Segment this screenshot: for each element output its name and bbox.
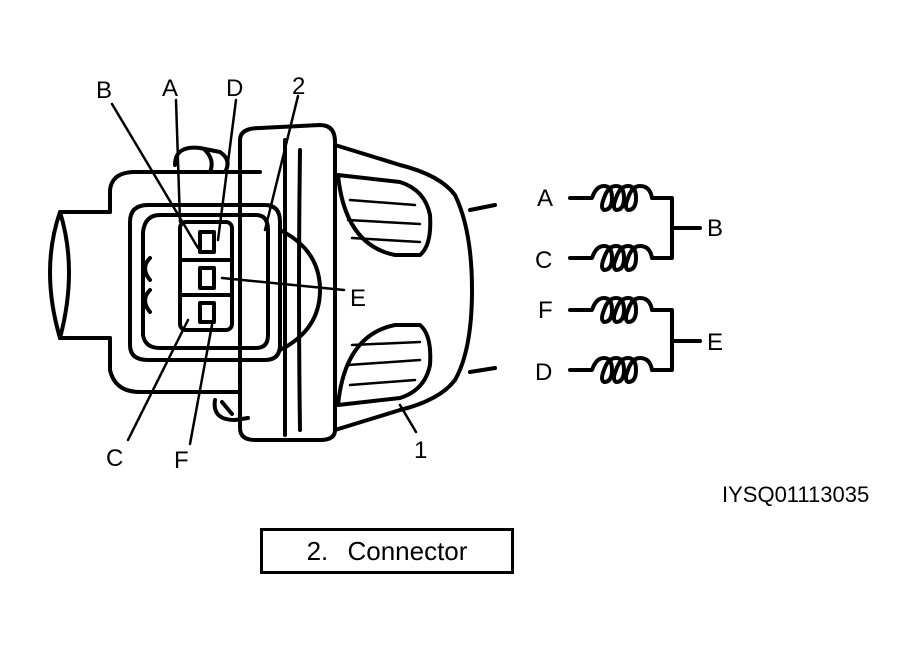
coil-d-winding	[568, 323, 674, 384]
coil-c-winding	[568, 210, 674, 272]
leader-lines	[110, 94, 418, 446]
label-d: D	[226, 75, 243, 102]
image-code: IYSQ01113035	[722, 482, 869, 507]
label-f: F	[174, 447, 189, 474]
coil-schematic	[568, 184, 702, 384]
coil-label-d: D	[535, 359, 552, 386]
connector-labels: B A D 2 E C F 1	[96, 73, 427, 474]
coil-label-e: E	[707, 329, 723, 356]
coil-label-c: C	[535, 247, 552, 274]
label-2: 2	[292, 73, 305, 100]
label-c: C	[106, 445, 123, 472]
label-e: E	[350, 285, 366, 312]
coil-label-f: F	[538, 297, 553, 324]
label-b: B	[96, 77, 112, 104]
connector-body-drawing	[48, 123, 497, 442]
label-1: 1	[414, 437, 427, 464]
caption-text: 2. Connector	[306, 535, 468, 566]
caption-box: 2. Connector	[260, 528, 514, 574]
coil-f-winding	[568, 296, 674, 327]
coil-labels: A B C F E D	[535, 185, 723, 386]
coil-a-winding	[568, 184, 674, 214]
coil-label-a: A	[537, 185, 553, 212]
label-a: A	[162, 75, 178, 102]
coil-label-b: B	[707, 215, 723, 242]
